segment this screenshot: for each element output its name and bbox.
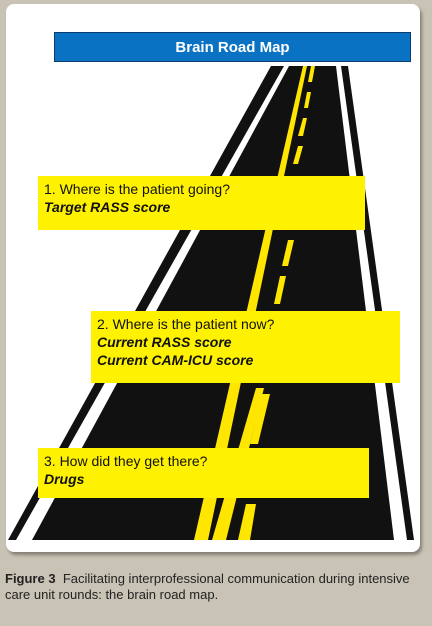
- callout-question: 3. How did they get there?: [44, 453, 208, 469]
- figure-label: Figure 3: [5, 571, 56, 586]
- center-line-dashed: [238, 66, 315, 540]
- diagram-title: Brain Road Map: [54, 32, 411, 62]
- figure-caption: Figure 3 Facilitating interprofessional …: [5, 571, 425, 603]
- figure-panel: Brain Road Map: [6, 4, 420, 552]
- callout-current-state: 2. Where is the patient now? Current RAS…: [91, 311, 400, 383]
- callout-question: 1. Where is the patient going?: [44, 181, 231, 197]
- callout-detail: Current CAM-ICU score: [97, 352, 254, 368]
- callout-destination: 1. Where is the patient going? Target RA…: [38, 176, 365, 230]
- callout-detail: Current RASS score: [97, 334, 232, 350]
- caption-text: Facilitating interprofessional communica…: [5, 571, 410, 602]
- callout-history: 3. How did they get there? Drugs: [38, 448, 369, 498]
- callout-detail: Drugs: [44, 471, 85, 487]
- callout-question: 2. Where is the patient now?: [97, 316, 275, 332]
- callout-detail: Target RASS score: [44, 199, 171, 215]
